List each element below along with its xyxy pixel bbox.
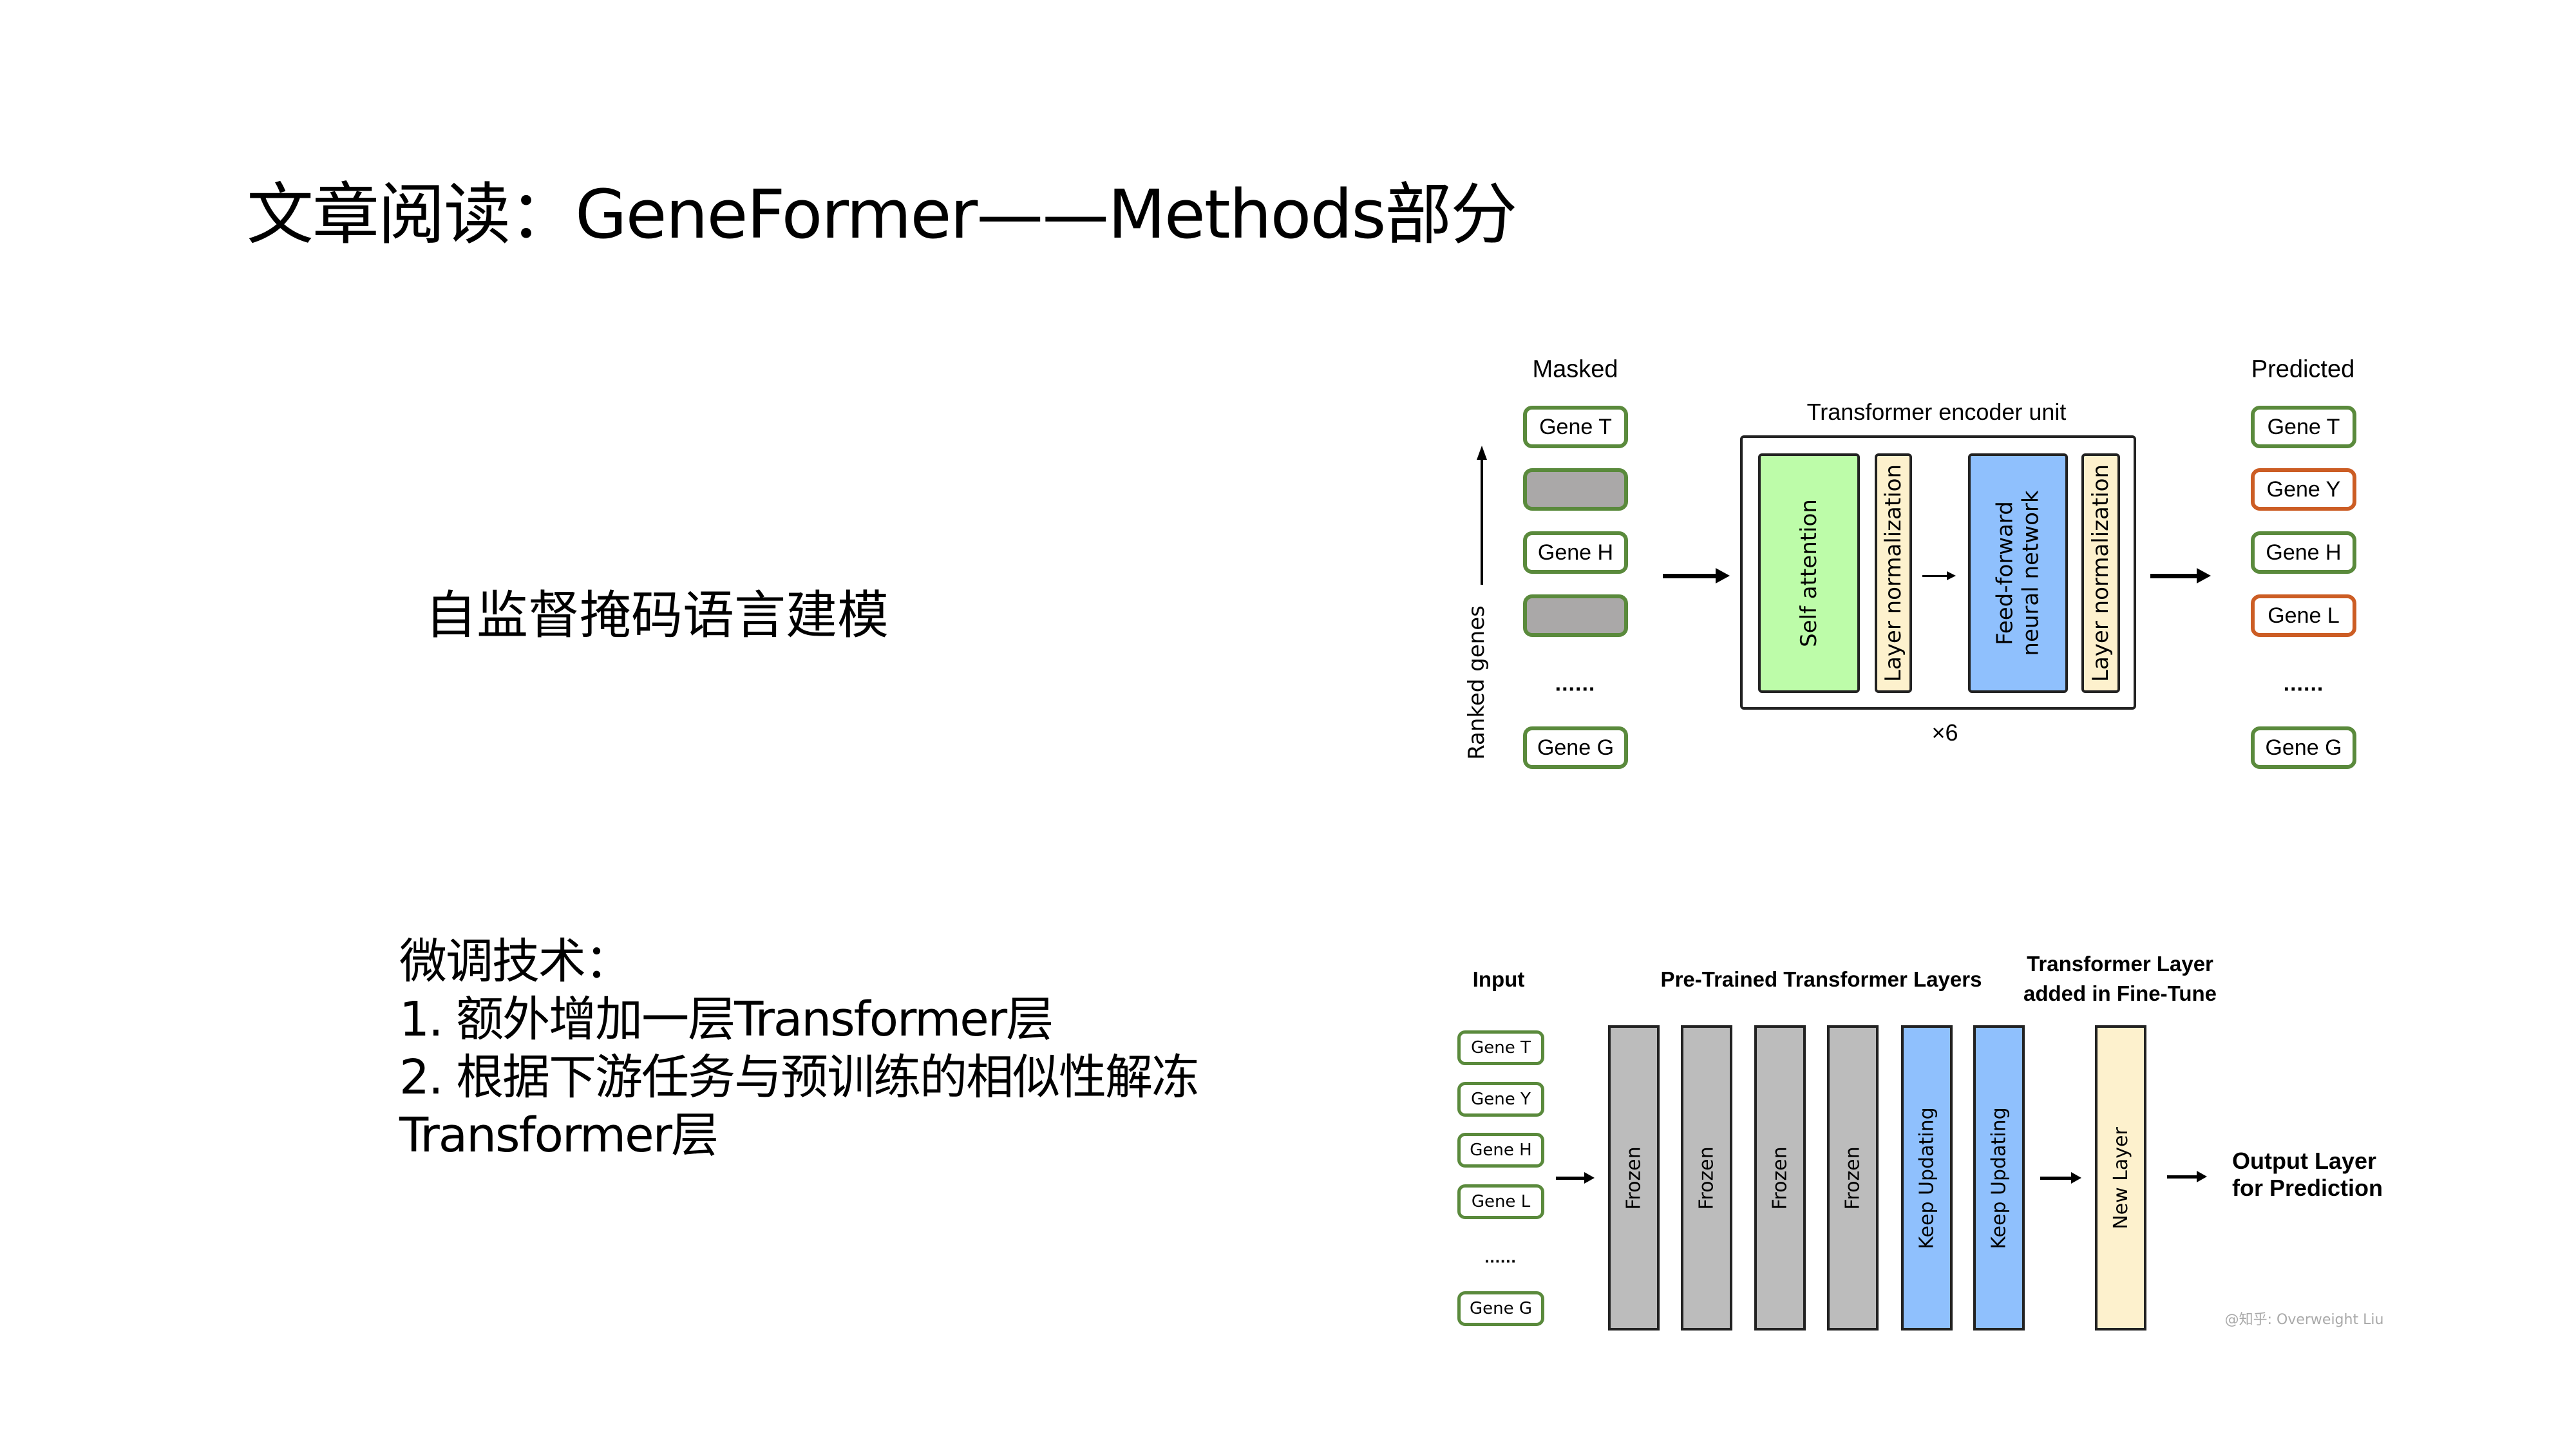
masked-label: Masked bbox=[1532, 355, 1618, 383]
input-gene: Gene Y bbox=[1457, 1082, 1544, 1117]
layer-norm-label: Layer normalization bbox=[1880, 464, 1906, 682]
predicted-ellipsis: ...... bbox=[2283, 671, 2324, 696]
input-gene: Gene L bbox=[1457, 1184, 1544, 1219]
pretrained-layers-label: Pre-Trained Transformer Layers bbox=[1660, 967, 1982, 991]
masked-token bbox=[1523, 594, 1628, 637]
new-layer-label: New Layer bbox=[2109, 1126, 2132, 1229]
predicted-gene: Gene L bbox=[2251, 594, 2356, 637]
gene-label: Gene T bbox=[1471, 1038, 1531, 1057]
gene-label: Gene H bbox=[2266, 540, 2342, 565]
gene-label: Gene L bbox=[1471, 1192, 1531, 1211]
feed-forward-label: Feed-forward neural network bbox=[1992, 490, 2044, 656]
gene-label: Gene L bbox=[2268, 603, 2340, 628]
layer-state-label: Frozen bbox=[1841, 1146, 1864, 1210]
gene-label: Gene H bbox=[1470, 1141, 1532, 1160]
gene-label: Gene G bbox=[2265, 735, 2342, 760]
layer-state-label: Frozen bbox=[1768, 1146, 1792, 1210]
masked-token bbox=[1523, 468, 1628, 511]
masked-input-gene: Gene H bbox=[1523, 531, 1628, 574]
pretraining-heading: 自监督掩码语言建模 bbox=[425, 585, 889, 645]
gene-label: Gene T bbox=[1539, 414, 1612, 439]
predicted-gene: Gene G bbox=[2251, 726, 2356, 769]
input-label: Input bbox=[1472, 967, 1525, 991]
layer-norm-block-1: Layer normalization bbox=[1875, 453, 1912, 693]
layer-state-label: Keep Updating bbox=[1987, 1106, 2011, 1249]
watermark: @知乎: Overweight Liu bbox=[2224, 1312, 2384, 1328]
encoder-title: Transformer encoder unit bbox=[1806, 399, 2067, 425]
layer-state-label: Frozen bbox=[1695, 1146, 1718, 1210]
layer-state-label: Keep Updating bbox=[1915, 1106, 1938, 1249]
predicted-gene: Gene Y bbox=[2251, 468, 2356, 511]
frozen-layer: Frozen bbox=[1608, 1025, 1660, 1331]
repeat-label: ×6 bbox=[1931, 719, 1958, 746]
gene-label: Gene Y bbox=[2266, 477, 2341, 502]
masked-input-gene: Gene T bbox=[1523, 406, 1628, 448]
masked-input-gene: Gene G bbox=[1523, 726, 1628, 769]
output-label-line2: for Prediction bbox=[2232, 1175, 2383, 1201]
feed-forward-block: Feed-forward neural network bbox=[1968, 453, 2068, 693]
finetune-point-2: 2. 根据下游任务与预训练的相似性解冻 bbox=[399, 1050, 1199, 1105]
gene-label: Gene G bbox=[1537, 735, 1615, 760]
new-layer-title-line2: added in Fine-Tune bbox=[2023, 981, 2217, 1005]
input-gene: Gene T bbox=[1457, 1030, 1544, 1065]
self-attention-block: Self attention bbox=[1758, 453, 1860, 693]
finetune-point-1: 1. 额外增加一层Transformer层 bbox=[399, 992, 1054, 1047]
updating-layer: Keep Updating bbox=[1901, 1025, 1953, 1331]
rank-axis-arrowhead-icon bbox=[1477, 446, 1487, 460]
frozen-layer: Frozen bbox=[1681, 1025, 1732, 1331]
layer-norm-label: Layer normalization bbox=[2088, 464, 2114, 682]
predicted-gene: Gene H bbox=[2251, 531, 2356, 574]
finetune-heading: 微调技术： bbox=[399, 934, 632, 989]
finetune-description: 微调技术： 1. 额外增加一层Transformer层 2. 根据下游任务与预训… bbox=[399, 933, 1199, 1164]
predicted-label: Predicted bbox=[2251, 355, 2355, 383]
new-layer-title-line1: Transformer Layer bbox=[2027, 952, 2213, 976]
updating-layer: Keep Updating bbox=[1973, 1025, 2025, 1331]
frozen-layer: Frozen bbox=[1754, 1025, 1806, 1331]
input-gene: Gene G bbox=[1457, 1291, 1544, 1326]
finetune-point-2-cont: Transformer层 bbox=[399, 1108, 719, 1163]
new-layer: New Layer bbox=[2095, 1025, 2146, 1331]
gene-label: Gene T bbox=[2267, 414, 2340, 439]
output-label-line1: Output Layer bbox=[2232, 1148, 2377, 1174]
rank-axis-line bbox=[1481, 459, 1483, 585]
ranked-genes-label: Ranked genes bbox=[1464, 605, 1490, 760]
layer-state-label: Frozen bbox=[1622, 1146, 1645, 1210]
layer-norm-block-2: Layer normalization bbox=[2081, 453, 2120, 693]
input-ellipsis: ...... bbox=[1484, 1247, 1517, 1267]
gene-label: Gene G bbox=[1469, 1299, 1533, 1318]
input-gene: Gene H bbox=[1457, 1133, 1544, 1168]
gene-label: Gene Y bbox=[1471, 1090, 1531, 1109]
predicted-gene: Gene T bbox=[2251, 406, 2356, 448]
output-layer-label: Output Layer for Prediction bbox=[2232, 1148, 2383, 1202]
gene-label: Gene H bbox=[1537, 540, 1614, 565]
self-attention-label: Self attention bbox=[1796, 499, 1823, 647]
masked-ellipsis: ...... bbox=[1555, 671, 1596, 696]
frozen-layer: Frozen bbox=[1827, 1025, 1879, 1331]
slide-title: 文章阅读：GeneFormer——Methods部分 bbox=[247, 175, 1517, 254]
